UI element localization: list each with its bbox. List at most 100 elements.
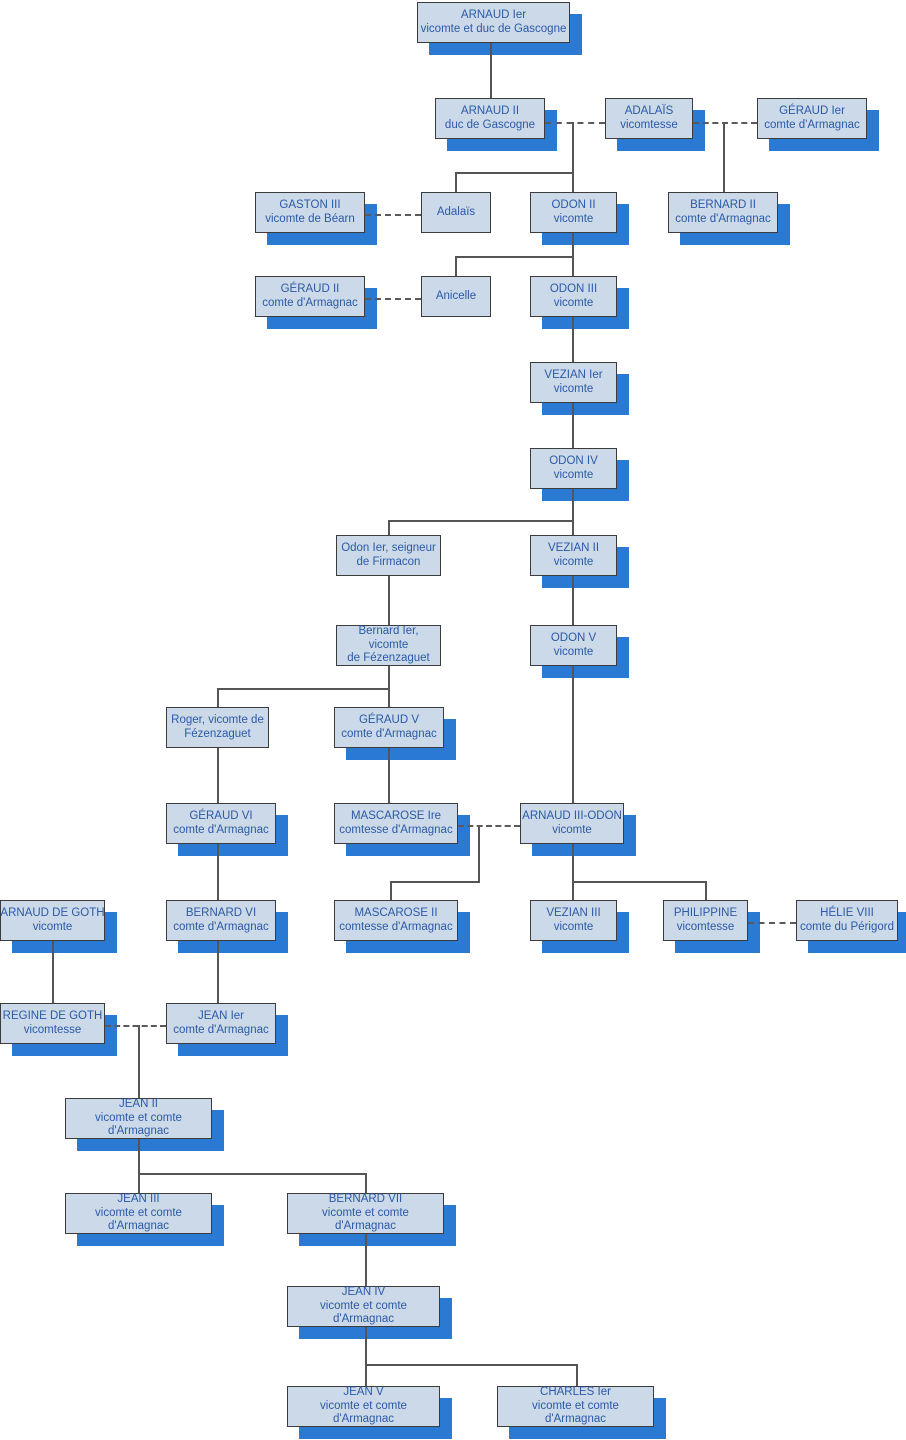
connector-to-vezian2 (572, 520, 574, 535)
node-title-jean_2: vicomte et comte d'Armagnac (95, 1111, 182, 1138)
connector-children-bar-arnaud3 (572, 881, 706, 883)
connector-bernard6-jean1 (217, 941, 219, 1003)
node-title-odon_4: vicomte (553, 468, 594, 481)
node-name-bernard_6: BERNARD VI (185, 907, 257, 919)
node-title-helie_8: comte du Périgord (800, 920, 894, 933)
node-title-adalais_v: vicomtesse (620, 118, 678, 131)
node-title-vezian_1: vicomte (553, 382, 594, 395)
connector-to-odon2 (572, 172, 574, 192)
node-name-anicelle: Anicelle (435, 289, 477, 302)
node-title-jean_5: vicomte et comte d'Armagnac (320, 1399, 407, 1426)
connector-to-roger (217, 688, 219, 707)
connector-to-odon3 (572, 256, 574, 276)
connector-arnaud3-down (572, 844, 574, 881)
node-title-odon_1_firm: de Firmacon (356, 555, 421, 568)
node-title-gaston_3: vicomte de Béarn (265, 212, 355, 225)
marriage-line-regine_goth-jean_1 (105, 1025, 166, 1027)
connector-geraud6-bernard6 (217, 844, 219, 900)
node-name-helie_8: HÉLIE VIII (820, 907, 874, 919)
node-name-odon_3: ODON III (549, 283, 598, 295)
node-title-vezian_2: vicomte (553, 555, 594, 568)
node-title-odon_3: vicomte (553, 296, 594, 309)
node-name-odon_2: ODON II (551, 199, 596, 211)
connector-marriage-drop-bernard2 (723, 122, 725, 192)
connector-jean2-down (138, 1139, 140, 1173)
node-title-jean_1: comte d'Armagnac (173, 1023, 269, 1036)
node-title-jean_3: vicomte et comte d'Armagnac (95, 1206, 182, 1233)
marriage-line-geraud_2-anicelle (365, 298, 421, 300)
node-name-geraud_1: GÉRAUD Ier (779, 105, 845, 117)
node-title-jean_4: vicomte et comte d'Armagnac (320, 1299, 407, 1326)
connector-children-bar-jean4 (365, 1364, 578, 1366)
node-name-geraud_2: GÉRAUD II (280, 283, 340, 295)
node-name-geraud_6: GÉRAUD VI (189, 810, 253, 822)
marriage-line-adalais_v-geraud_1 (693, 122, 757, 124)
node-name-arnaud_1: ARNAUD Ier (460, 9, 527, 21)
connector-marriage-drop-arnaud2 (572, 122, 574, 172)
node-title-geraud_5: comte d'Armagnac (341, 727, 437, 740)
connector-vezian1-odon4 (572, 403, 574, 448)
node-title-geraud_6: comte d'Armagnac (173, 823, 269, 836)
node-name-jean_5: JEAN V (343, 1386, 384, 1399)
connector-to-geraud5 (388, 688, 390, 707)
node-name-bernard_7: BERNARD VII (328, 1193, 403, 1206)
connector-to-anicelle (455, 256, 457, 276)
node-name-odon_5: ODON V (550, 632, 597, 644)
connector-bernard1-down (388, 666, 390, 688)
node-title-bernard_1_fez: de Fézenzaguet (347, 652, 430, 665)
connector-to-vezian3 (572, 881, 574, 900)
node-title-odon_5: vicomte (553, 645, 594, 658)
node-name-vezian_2: VEZIAN II (547, 542, 600, 554)
connector-to-odon1-firmacon (388, 520, 390, 535)
connector-odon4-down (572, 489, 574, 520)
node-title-mascarose_2: comtesse d'Armagnac (339, 920, 453, 933)
connector-to-philippine (705, 881, 707, 900)
node-name-arnaud_2: ARNAUD II (460, 105, 520, 117)
marriage-line-mascarose_1-arnaud_3_odon (458, 825, 520, 827)
connector-children-bar-odon4 (388, 520, 574, 522)
node-name-gaston_3: GASTON III (279, 199, 341, 211)
connector-bernard7-jean4 (365, 1234, 367, 1286)
connector-jean4-down (365, 1327, 367, 1364)
node-anicelle[interactable]: Anicelle (421, 276, 491, 317)
connector-children-bar-bernard1 (217, 688, 390, 690)
node-title-regine_goth: vicomtesse (23, 1023, 82, 1036)
node-adalais_s[interactable]: Adalaïs (421, 192, 491, 233)
node-name-arnaud_goth: ARNAUD DE GOTH (0, 907, 105, 919)
